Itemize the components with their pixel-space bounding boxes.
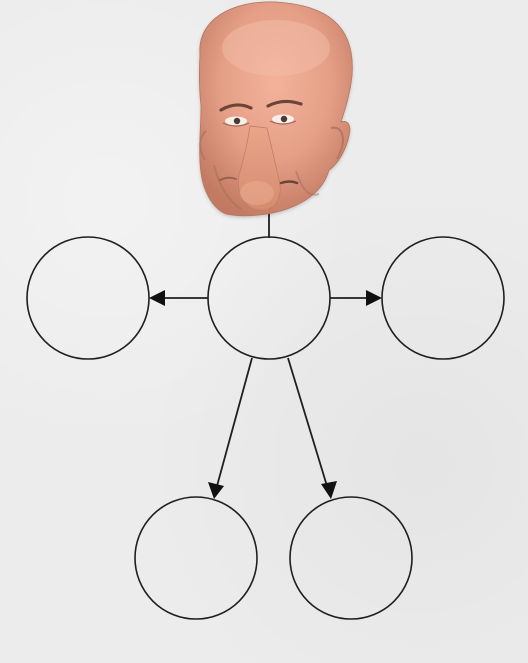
- arrowhead-bottom-left: [208, 482, 224, 499]
- face-photo: [198, 1, 353, 217]
- edge-center-bottom-right: [287, 357, 328, 487]
- left-node-circle: [26, 236, 150, 360]
- bottom-right-node-circle: [289, 496, 413, 620]
- bottom-left-node-circle: [134, 496, 258, 620]
- arrowhead-bottom-right: [321, 481, 337, 499]
- arrowhead-right: [366, 290, 382, 306]
- arrowhead-left: [149, 290, 165, 306]
- edge-center-bottom-left: [216, 357, 253, 487]
- right-node-circle: [381, 236, 505, 360]
- center-node-circle: [207, 236, 331, 360]
